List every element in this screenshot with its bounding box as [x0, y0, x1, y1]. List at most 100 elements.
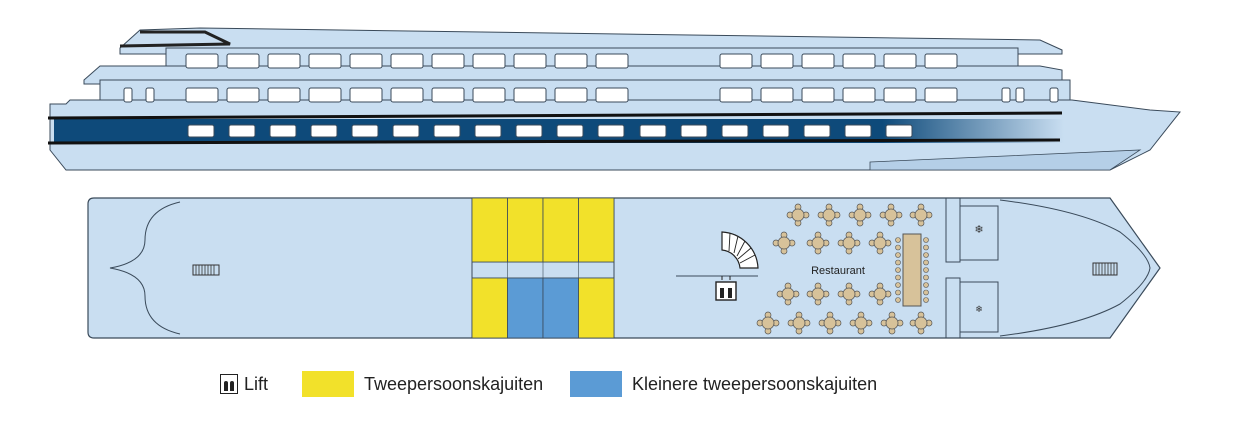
seat	[895, 252, 901, 258]
service-rooms: ❄ ❄	[945, 198, 999, 338]
window	[639, 124, 667, 138]
window	[719, 53, 753, 69]
window	[390, 53, 424, 69]
lift-icon	[220, 374, 238, 394]
seat	[923, 267, 929, 273]
seat	[923, 274, 929, 281]
window	[554, 87, 588, 103]
window	[310, 124, 338, 138]
double-cabin	[471, 197, 508, 263]
window	[474, 124, 502, 138]
window	[801, 53, 835, 69]
seat	[895, 274, 901, 281]
seat	[895, 289, 901, 296]
window	[515, 124, 543, 138]
spiral-staircase-icon	[721, 231, 759, 269]
table	[787, 311, 811, 335]
table	[879, 203, 903, 227]
table	[849, 311, 873, 335]
legend-small-double-cabins-label: Kleinere tweepersoonskajuiten	[632, 373, 878, 394]
legend-lift-label: Lift	[244, 373, 269, 394]
window	[719, 87, 753, 103]
table	[817, 203, 841, 227]
ship-side-view	[47, 27, 1181, 171]
seat	[895, 244, 901, 251]
seat	[923, 252, 929, 258]
seat	[895, 237, 901, 243]
window	[595, 87, 629, 103]
window	[842, 53, 876, 69]
table	[909, 203, 933, 227]
seat	[895, 297, 901, 303]
table	[868, 231, 892, 255]
window	[883, 53, 917, 69]
window	[228, 124, 256, 138]
stairs-icon	[192, 264, 220, 276]
double-cabin	[578, 197, 615, 263]
window	[1001, 87, 1011, 103]
small-double-cabin	[507, 277, 544, 339]
window	[680, 124, 708, 138]
window	[801, 87, 835, 103]
table	[756, 311, 780, 335]
cabin-block	[471, 197, 615, 339]
window	[472, 87, 506, 103]
seat	[923, 237, 929, 243]
window	[269, 124, 297, 138]
window	[556, 124, 584, 138]
window	[760, 87, 794, 103]
window	[924, 87, 958, 103]
window	[185, 87, 219, 103]
window	[185, 53, 219, 69]
legend-swatch-yellow	[302, 371, 354, 397]
window	[472, 53, 506, 69]
seat	[895, 267, 901, 273]
table	[776, 282, 800, 306]
window	[842, 87, 876, 103]
window	[597, 124, 625, 138]
window	[513, 53, 547, 69]
window	[392, 124, 420, 138]
seat	[923, 289, 929, 296]
window	[308, 53, 342, 69]
window	[595, 53, 629, 69]
window	[431, 87, 465, 103]
table	[772, 231, 796, 255]
double-cabin	[507, 197, 544, 263]
table	[806, 231, 830, 255]
window	[883, 87, 917, 103]
table	[837, 282, 861, 306]
snowflake-icon: ❄	[975, 305, 983, 315]
window	[803, 124, 831, 138]
table	[848, 203, 872, 227]
window	[349, 87, 383, 103]
seat	[923, 297, 929, 303]
window	[349, 53, 383, 69]
window	[351, 124, 379, 138]
window	[187, 124, 215, 138]
seat	[923, 244, 929, 251]
window	[226, 53, 260, 69]
window	[267, 53, 301, 69]
window	[390, 87, 424, 103]
window	[885, 124, 913, 138]
window	[844, 124, 872, 138]
window	[267, 87, 301, 103]
seat	[923, 259, 929, 266]
seat	[895, 282, 901, 288]
long-table	[895, 233, 929, 307]
side-windows	[123, 53, 1059, 138]
table	[909, 311, 933, 335]
window	[924, 53, 958, 69]
seat	[923, 282, 929, 288]
snowflake-icon: ❄	[974, 223, 983, 236]
window	[226, 87, 260, 103]
double-cabin	[471, 277, 508, 339]
small-double-cabin	[542, 277, 579, 339]
table	[806, 282, 830, 306]
window	[762, 124, 790, 138]
table	[880, 311, 904, 335]
legend-double-cabins-label: Tweepersoonskajuiten	[364, 373, 544, 394]
legend-double-cabins: Tweepersoonskajuiten	[302, 370, 543, 398]
